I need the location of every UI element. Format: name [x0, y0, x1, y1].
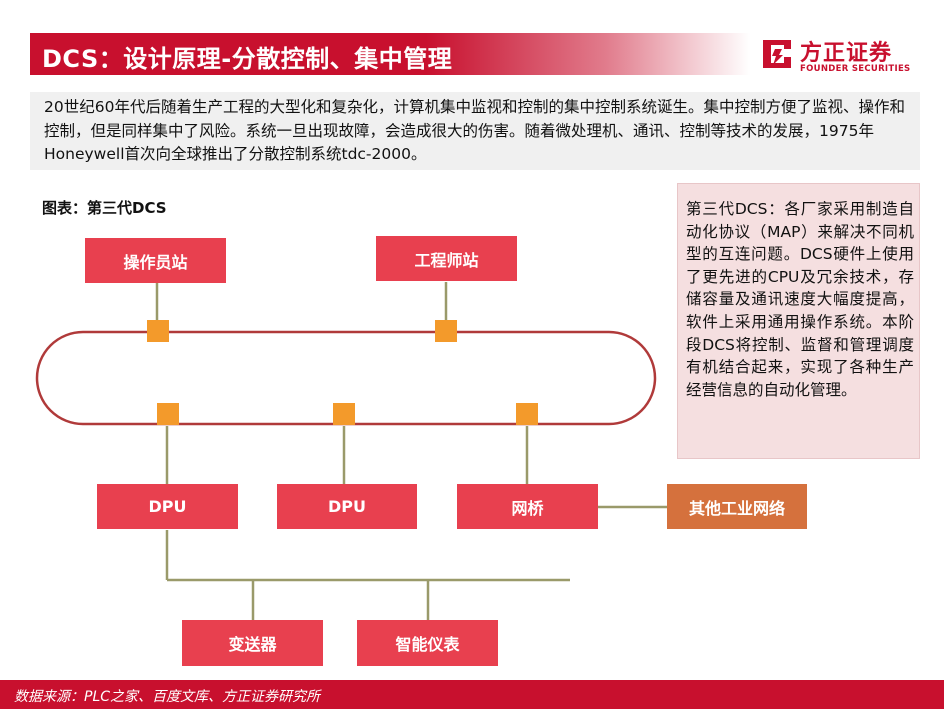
logo-text-en: FOUNDER SECURITIES — [800, 64, 911, 74]
description-box — [677, 183, 920, 459]
connector-dpu2 — [333, 403, 355, 425]
connector-dpu1 — [157, 403, 179, 425]
connector-bridge — [516, 403, 538, 425]
intro-box — [30, 92, 920, 170]
logo-text-cn: 方正证券 — [800, 41, 893, 66]
data-source: 数据来源：PLC之家、百度文库、方正证券研究所 — [14, 689, 321, 705]
connector-engineer — [435, 320, 457, 342]
founder-logo-icon — [763, 40, 791, 68]
node-dpu-2: DPU — [277, 484, 417, 529]
page-title: DCS：设计原理-分散控制、集中管理 — [42, 45, 453, 73]
connector-operator — [147, 320, 169, 342]
description-text: 第三代DCS：各厂家采用制造自动化协议（MAP）来解决不同机型的互连问题。DCS… — [686, 200, 914, 399]
node-smart-instrument: 智能仪表 — [357, 620, 498, 666]
node-other-network: 其他工业网络 — [667, 484, 807, 529]
intro-paragraph: 20世纪60年代后随着生产工程的大型化和复杂化，计算机集中监视和控制的集中控制系… — [44, 98, 905, 163]
brand-logo: 方正证券 FOUNDER SECURITIES — [760, 35, 920, 77]
node-operator-station: 操作员站 — [85, 238, 226, 283]
node-dpu-1: DPU — [97, 484, 238, 529]
footer-bar — [0, 680, 944, 709]
node-bridge: 网桥 — [457, 484, 598, 529]
node-engineer-station: 工程师站 — [376, 236, 517, 281]
node-transmitter: 变送器 — [182, 620, 323, 666]
title-bar — [30, 33, 750, 75]
figure-caption: 图表：第三代DCS — [42, 199, 167, 217]
